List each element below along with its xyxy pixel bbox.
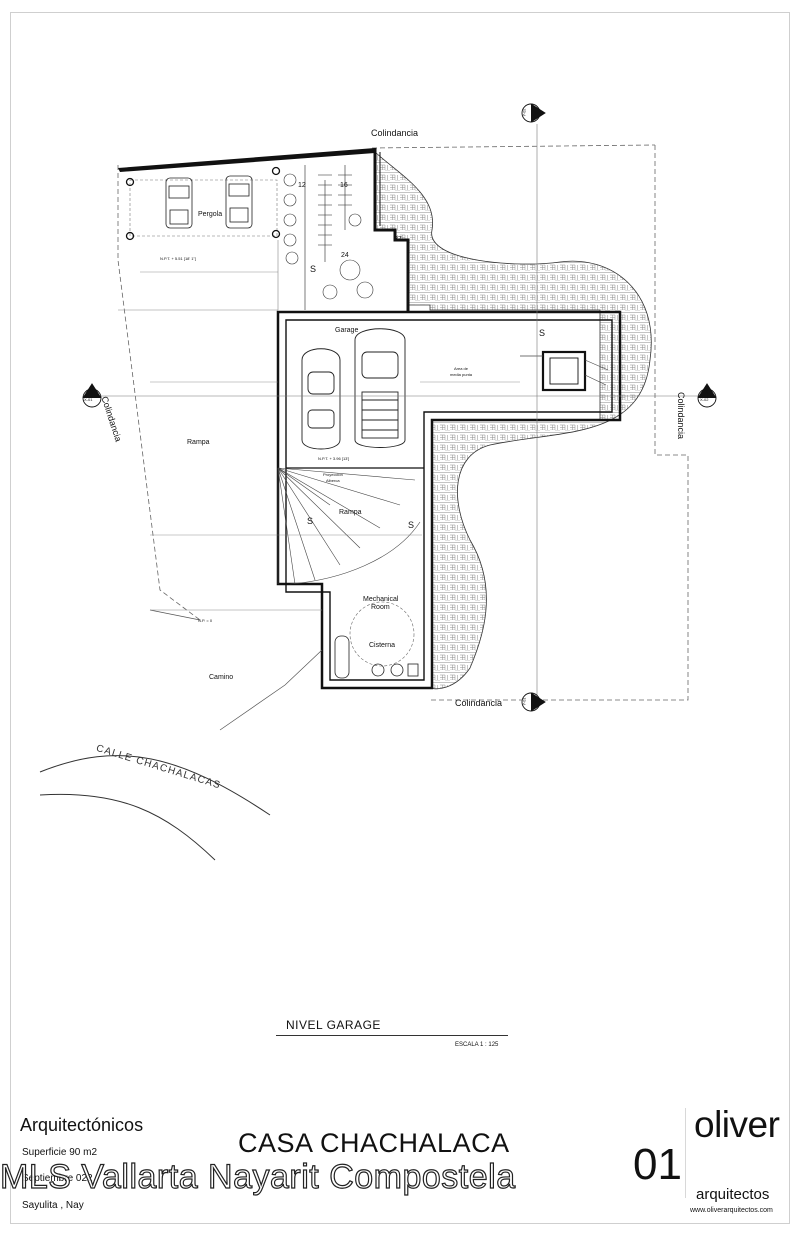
brand-logo: oliver: [694, 1104, 780, 1145]
label-colindancia-east: Colindancia: [676, 392, 686, 440]
s-mark-4: S: [408, 520, 415, 530]
axis-y-south: Y: [534, 700, 541, 704]
label-cisterna: Cisterna: [369, 642, 396, 649]
label-area: Area de: [454, 366, 469, 371]
axis-y01-label: Y-01: [521, 697, 527, 706]
elevator: [541, 350, 587, 392]
north-wall: [118, 148, 375, 172]
floor-plan: [39, 103, 717, 861]
label-rampa-west: Rampa: [187, 439, 210, 446]
date-text: Septiembre 022: [22, 1173, 93, 1184]
street-curve: [39, 755, 271, 816]
label-proyeccion: Proyeccion: [323, 472, 343, 477]
cart-2: [225, 175, 253, 229]
label-step-24: 24: [341, 252, 349, 259]
cistern-circle: [349, 601, 415, 667]
place-text: Sayulita , Nay: [22, 1200, 84, 1211]
sheet-border: [10, 12, 790, 1224]
watermark: MLS Vallarta Nayarit Compostela: [0, 1157, 516, 1196]
sheet-number: 01: [633, 1140, 682, 1189]
title-rule: [276, 1035, 508, 1036]
brand-website: www.oliverarquitectos.com: [690, 1207, 773, 1214]
s-mark-2: S: [539, 328, 546, 338]
car-truck: [354, 328, 406, 448]
label-mechanical: Mechanical: [363, 596, 399, 603]
axis-x-east: X: [705, 390, 709, 396]
label-step-16: 16: [340, 182, 348, 189]
property-line: [117, 145, 689, 701]
brand-subtitle: arquitectos: [696, 1186, 770, 1203]
ramp-fan: [277, 467, 421, 585]
s-mark-1: S: [310, 264, 317, 274]
label-step-27: 27: [394, 236, 402, 243]
label-npt-top: N.P.T. + 5.51 [18' 1"]: [160, 256, 197, 261]
project-name: CASA CHACHALACA: [238, 1128, 510, 1158]
planting: [283, 173, 374, 300]
upper-stairs: [304, 165, 346, 310]
pergola-outline: [129, 179, 278, 237]
label-garage: Garage: [335, 327, 359, 334]
label-npt-garage: N.P.T. + 3.96 [13']: [318, 456, 350, 461]
label-colindancia-north: Colindancia: [371, 128, 419, 138]
s-mark-3: S: [307, 516, 314, 526]
level-title: NIVEL GARAGE: [286, 1018, 381, 1032]
level-scale: ESCALA 1 : 125: [455, 1042, 499, 1048]
grid-axes: [100, 124, 700, 700]
label-area-2: media punta: [450, 372, 473, 377]
axis-x-west: X: [90, 390, 94, 396]
axis-y-north: Y: [534, 111, 541, 115]
axis-x01-label: X-01: [84, 397, 93, 402]
title-block-divider: [685, 1108, 686, 1198]
label-room: Room: [371, 604, 390, 611]
drawing-category: Arquitectónicos: [20, 1115, 144, 1135]
axis-y02-label: Y-02: [521, 108, 527, 117]
label-pergola: Pergola: [198, 211, 223, 218]
label-rampa-garage: Rampa: [339, 509, 362, 516]
label-colindancia-south: Colindancia: [455, 698, 503, 708]
label-alberca: Alberca: [326, 478, 340, 483]
label-step-12: 12: [298, 182, 306, 189]
label-camino: Camino: [209, 674, 234, 681]
axis-x02-label: X-02: [700, 397, 709, 402]
car-sedan: [301, 348, 341, 450]
area-text: Superficie 90 m2: [22, 1147, 98, 1158]
cart-1: [165, 177, 193, 229]
axis-markers: [82, 103, 717, 712]
street-ramp: [149, 609, 323, 731]
label-np-zero: N.P. = 0: [198, 618, 213, 623]
